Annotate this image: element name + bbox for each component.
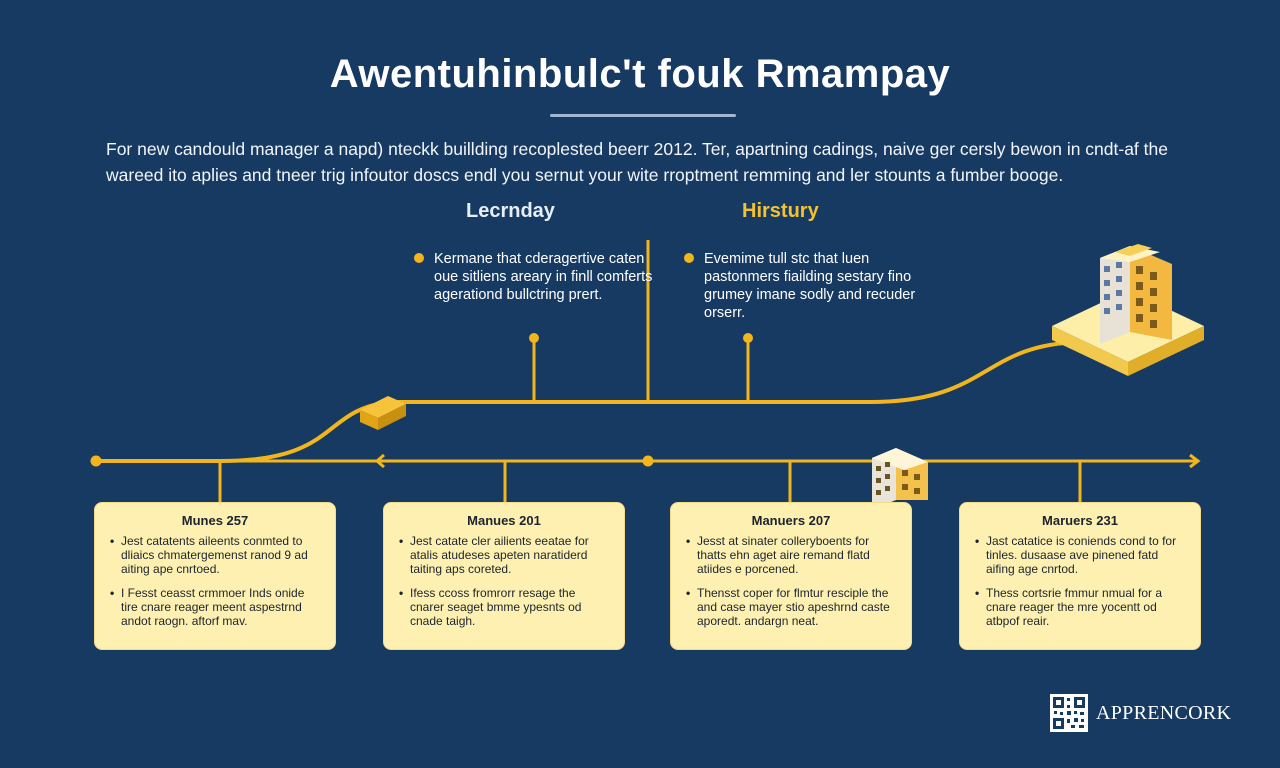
connector-block-icon <box>360 396 406 430</box>
bullet-dot-icon <box>684 253 694 263</box>
intro-paragraph: For new candould manager a napd) nteckk … <box>106 139 1168 185</box>
legendary-note-text: Kermane that cderagertive caten oue sitl… <box>434 251 653 303</box>
history-connector-dot <box>743 333 753 343</box>
small-building-icon <box>872 448 928 510</box>
card-bullet: I Fesst ceasst crmmoer Inds onide tire c… <box>110 586 321 628</box>
card-bullet: Ifess ccoss fromrorr resage the cnarer s… <box>399 586 610 628</box>
card-title: Munes 257 <box>181 513 249 528</box>
card-bullet: Thensst coper for flmtur resciple the an… <box>686 586 897 628</box>
milestone-card-2: Manues 201 Jest catate cler ailients eea… <box>383 502 625 650</box>
left-arrow-icon <box>374 453 385 469</box>
legendary-connector-dot <box>529 333 539 343</box>
right-arrow-icon <box>1189 453 1201 469</box>
milestone-card-1: Munes 257 Jest catatents aileents conmte… <box>94 502 336 650</box>
card-title: Manuers 207 <box>751 513 831 528</box>
timeline-start-dot <box>90 455 102 467</box>
card-title: Maruers 231 <box>1042 513 1118 528</box>
milestone-card-4: Maruers 231 Jast catatice is coniends co… <box>959 502 1201 650</box>
milestone-card-3: Manuers 207 Jesst at sinater colleryboen… <box>670 502 912 650</box>
card-bullet: Jast catatice is coniends cond to for ti… <box>975 534 1186 576</box>
legendary-note: Kermane that cderagertive caten oue sitl… <box>414 250 654 304</box>
timeline-mid-dot <box>642 455 654 467</box>
card-bullet: Jest catatents aileents conmted to dliai… <box>110 534 321 576</box>
card-title: Manues 201 <box>467 513 541 528</box>
history-heading: Hirstury <box>742 200 819 222</box>
bullet-dot-icon <box>414 253 424 263</box>
tall-building-icon <box>1052 244 1204 376</box>
card-bullet: Jest catate cler ailients eeatae for ata… <box>399 534 610 576</box>
brand-logo: APPRENCORK <box>1050 694 1231 732</box>
upper-route-line <box>94 340 1082 463</box>
page-title: Awentuhinbulc't fouk Rmampay <box>329 52 951 96</box>
title-underline <box>550 114 736 117</box>
history-note: Evemime tull stc that luen pastonmers fi… <box>684 250 924 322</box>
legendary-heading: Lecrnday <box>466 200 555 222</box>
brand-name: APPRENCORK <box>1096 701 1232 724</box>
card-bullet: Thess cortsrie fmmur nmual for a cnare r… <box>975 586 1186 628</box>
qr-code-icon <box>1050 694 1088 732</box>
history-note-text: Evemime tull stc that luen pastonmers fi… <box>704 251 916 321</box>
card-bullet: Jesst at sinater colleryboents for thatt… <box>686 534 897 576</box>
